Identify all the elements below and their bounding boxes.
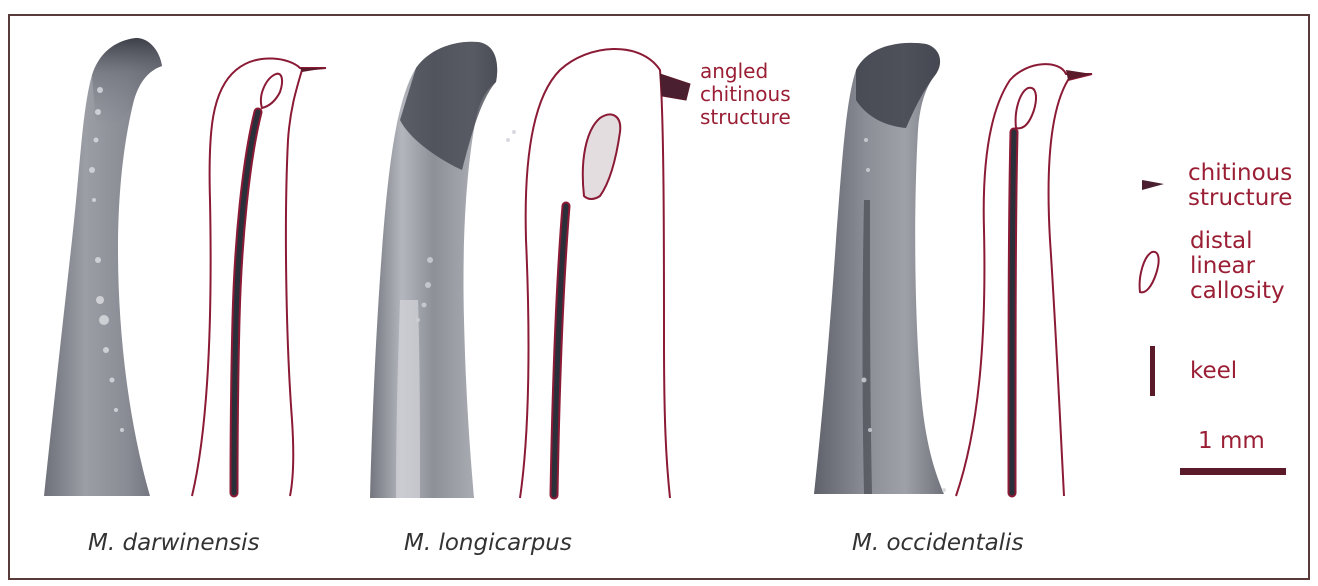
keel-symbol	[1150, 346, 1155, 396]
photo-longicarpus	[370, 42, 516, 498]
legend-chitinous-line-2: structure	[1188, 185, 1292, 211]
annotation-line-2: chitinous	[700, 82, 791, 106]
legend-chitinous: chitinous structure	[1142, 160, 1292, 211]
legend-callosity-line-3: callosity	[1190, 278, 1285, 304]
drawing-darwinensis	[192, 58, 326, 496]
specimen-darwinensis	[44, 38, 326, 496]
legend-chitinous-line-1: chitinous	[1188, 160, 1292, 186]
legend: chitinous structure distal linear callos…	[1140, 160, 1293, 475]
legend-callosity: distal linear callosity	[1140, 228, 1285, 304]
specimen-longicarpus: angled chitinous structure	[370, 42, 791, 498]
scale-bar-line	[1180, 468, 1286, 475]
drawing-occidentalis	[956, 64, 1092, 496]
legend-keel-label: keel	[1190, 358, 1237, 384]
annotation-line-1: angled	[700, 59, 768, 83]
specimen-occidentalis	[814, 43, 1092, 496]
annotation-angled-chitinous: angled chitinous structure	[700, 59, 791, 129]
photo-darwinensis	[44, 38, 162, 496]
chitinous-structure-symbol	[1142, 180, 1164, 190]
species-label-darwinensis: M. darwinensis	[88, 530, 259, 556]
species-label-longicarpus: M. longicarpus	[404, 530, 572, 556]
callosity-symbol	[1140, 252, 1159, 293]
scale-bar-label: 1 mm	[1198, 428, 1265, 454]
species-label-occidentalis: M. occidentalis	[852, 530, 1023, 556]
legend-callosity-line-2: linear	[1190, 253, 1256, 279]
legend-keel: keel	[1150, 346, 1237, 396]
photo-occidentalis	[814, 43, 946, 494]
annotation-line-3: structure	[700, 105, 791, 129]
legend-callosity-line-1: distal	[1190, 228, 1252, 254]
scale-bar: 1 mm	[1180, 428, 1286, 475]
drawing-longicarpus	[520, 49, 690, 498]
